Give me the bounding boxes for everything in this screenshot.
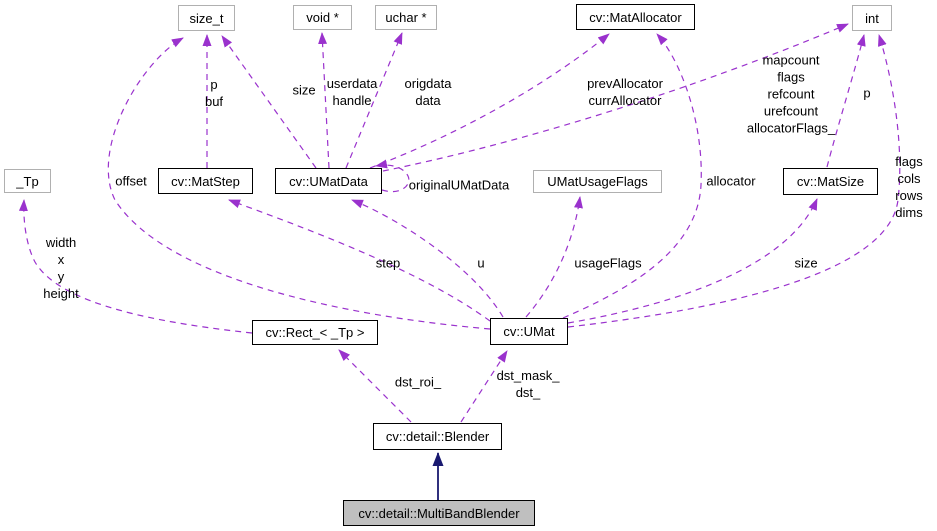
edge-label-dst-roi: dst_roi_: [394, 374, 442, 390]
node-umatusageflags[interactable]: UMatUsageFlags: [533, 170, 662, 193]
node-cv-rect[interactable]: cv::Rect_< _Tp >: [252, 320, 378, 345]
edge-origdata-data: [345, 32, 403, 169]
edge-allocator: [562, 33, 702, 319]
edge-usageflags: [525, 196, 583, 318]
edge-label-offset: offset: [115, 173, 147, 189]
node-cv-matallocator[interactable]: cv::MatAllocator: [576, 4, 695, 30]
edge-label-originalumatdata: originalUMatData: [408, 177, 510, 193]
edge-label-userdata-handle: userdata handle: [326, 76, 378, 108]
node-cv-umatdata[interactable]: cv::UMatData: [275, 168, 382, 194]
edge-label-origdata-data: origdata data: [404, 76, 452, 108]
node-size-t[interactable]: size_t: [178, 5, 235, 31]
node-cv-matsize[interactable]: cv::MatSize: [783, 168, 878, 195]
node-void-ptr[interactable]: void *: [293, 5, 352, 30]
node-tp[interactable]: _Tp: [4, 169, 51, 193]
edge-step: [228, 199, 491, 322]
edge-label-mapcount-flags: mapcount flags refcount urefcount alloca…: [746, 52, 836, 136]
edge-flags-cols-rows-dims: [567, 34, 901, 328]
edge-userdata-handle: [318, 32, 330, 169]
edge-width-x-y-height: [18, 199, 253, 334]
edge-label-p-buf: p buf: [204, 77, 224, 109]
edge-size-top: [221, 35, 317, 169]
node-cv-detail-multibandblender: cv::detail::MultiBandBlender: [343, 500, 535, 526]
node-cv-detail-blender[interactable]: cv::detail::Blender: [373, 423, 502, 450]
edge-size-right: [567, 198, 818, 324]
edge-p-right: [826, 34, 866, 168]
edge-label-size-right: size: [794, 255, 818, 271]
edge-u: [351, 199, 504, 318]
node-int[interactable]: int: [852, 5, 892, 31]
edge-label-size-top: size: [292, 82, 316, 98]
edge-originalumatdata-selfloop: [375, 159, 410, 193]
node-cv-umat[interactable]: cv::UMat: [490, 318, 568, 345]
edge-label-dst-mask-dst: dst_mask_ dst_: [496, 368, 560, 400]
edge-dst-mask-dst: [460, 350, 508, 423]
node-cv-matstep[interactable]: cv::MatStep: [158, 168, 253, 194]
edge-label-usageflags: usageFlags: [574, 255, 642, 271]
edge-dst-roi: [338, 349, 412, 423]
edge-label-width-x-y-height: width x y height: [43, 235, 79, 301]
edge-label-prevallocator-currallocator: prevAllocator currAllocator: [587, 76, 663, 108]
edge-label-p-right: p: [863, 85, 871, 101]
edge-label-allocator: allocator: [706, 173, 756, 189]
edge-mapcount-flags: [382, 23, 849, 172]
edge-label-flags-cols-rows-dims: flags cols rows dims: [895, 154, 923, 220]
edge-label-step: step: [375, 255, 401, 271]
edge-label-u: u: [477, 255, 485, 271]
node-uchar-ptr[interactable]: uchar *: [375, 5, 437, 30]
edge-offset: [107, 37, 491, 330]
edge-prevallocator-currallocator: [369, 33, 610, 169]
